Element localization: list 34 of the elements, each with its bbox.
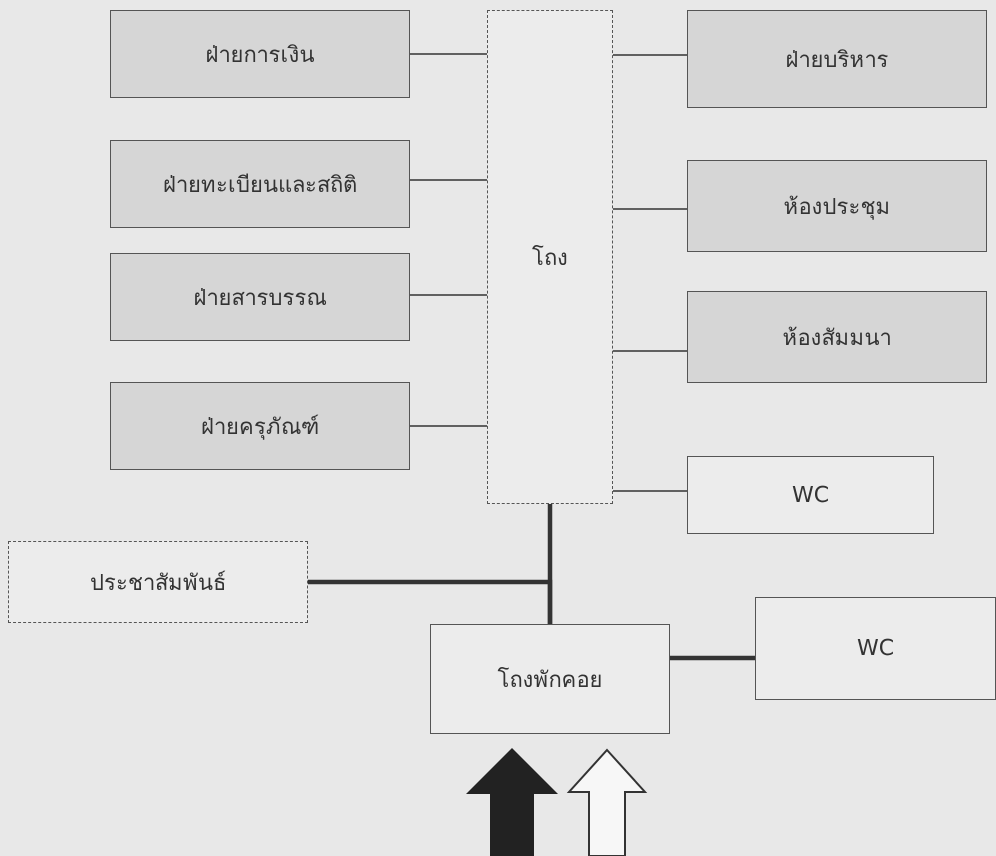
room-label: ฝ่ายการเงิน: [206, 42, 314, 70]
room-label: โถง: [532, 244, 568, 272]
restroom-box: [755, 597, 996, 700]
room-box: [110, 253, 410, 341]
hall-area: [487, 10, 613, 504]
room-label: ห้องสัมมนา: [782, 324, 892, 352]
room-box: [687, 10, 987, 108]
connector-line: [613, 490, 687, 492]
room-box: [8, 541, 308, 623]
room-label: ฝ่ายทะเบียนและสถิติ: [163, 172, 357, 200]
connector-line: [613, 54, 687, 56]
room-box: [687, 291, 987, 383]
room-box: [110, 382, 410, 470]
thick-connector-line: [308, 580, 552, 624]
room-label: WC: [856, 636, 894, 661]
room-label: โถงพักคอย: [498, 666, 602, 694]
connector-line: [410, 179, 487, 181]
connector-line: [613, 208, 687, 210]
room-box: [687, 160, 987, 252]
room-label: ประชาสัมพันธ์: [90, 570, 226, 598]
room-label: ฝ่ายครุภัณฑ์: [201, 414, 319, 442]
thick-connector-line: [670, 656, 755, 660]
restroom-box: [687, 456, 934, 534]
room-box: [110, 10, 410, 98]
waiting-hall-box: [430, 624, 670, 734]
room-label: ฝ่ายสารบรรณ: [194, 284, 326, 312]
room-label: WC: [792, 482, 830, 508]
room-label: ฝ่ายบริหาร: [786, 46, 888, 74]
connector-line: [410, 53, 487, 55]
connector-line: [410, 294, 487, 296]
connector-line: [613, 350, 687, 352]
room-box: [110, 140, 410, 228]
connector-line: [410, 425, 487, 427]
room-label: ห้องประชุม: [784, 194, 890, 222]
